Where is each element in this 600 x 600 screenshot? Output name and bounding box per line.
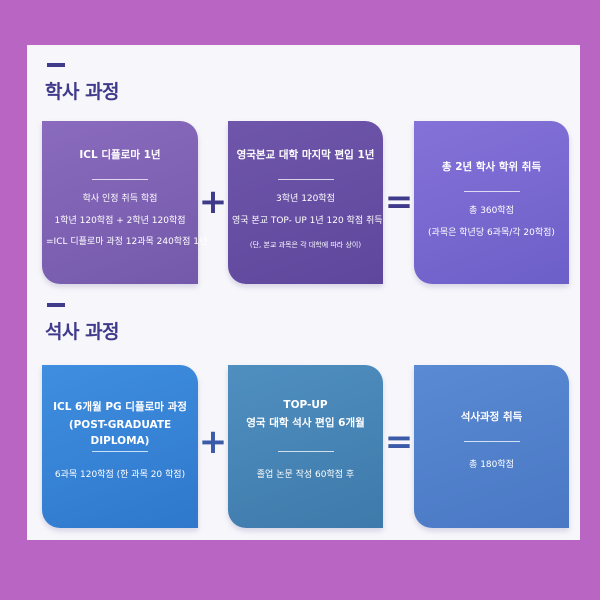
card-title: (POST-GRADUATE DIPLOMA) <box>68 419 172 447</box>
divider <box>463 191 520 192</box>
section-title-master: 석사 과정 <box>45 321 120 343</box>
card-master-degree: 석사과정 취득 총 180학점 <box>414 365 569 528</box>
divider <box>277 179 334 180</box>
divider <box>92 451 148 452</box>
section-title-bachelor: 학사 과정 <box>45 81 120 103</box>
card-title: ICL 디플로마 1년 <box>79 149 161 161</box>
plus-sign: + <box>198 422 228 462</box>
card-bachelor-degree: 총 2년 학사 학위 취득 총 360학점 (과목은 학년당 6과목/각 20학… <box>414 121 569 284</box>
divider <box>277 451 334 452</box>
card-line: (과목은 학년당 6과목/각 20학점) <box>428 228 555 238</box>
card-title: ICL 6개월 PG 디플로마 과정 <box>53 401 187 413</box>
card-master-top-up: TOP-UP 영국 대학 석사 편입 6개월 졸업 논문 작성 60학점 후 <box>228 365 383 528</box>
card-line: 총 360학점 <box>469 206 514 216</box>
card-line: 영국 본교 TOP- UP 1년 120 학점 취득 <box>232 216 383 226</box>
card-title: 석사과정 취득 <box>460 411 523 423</box>
content-panel: 학사 과정 ICL 디플로마 1년 학사 인정 취득 학점 1학년 120학점 … <box>27 45 580 540</box>
section-marker <box>47 63 65 67</box>
card-title: 영국본교 대학 마지막 편입 1년 <box>236 149 375 161</box>
card-uk-top-up: 영국본교 대학 마지막 편입 1년 3학년 120학점 영국 본교 TOP- U… <box>228 121 383 284</box>
divider <box>92 179 148 180</box>
card-line: 6과목 120학점 (한 과목 20 학점) <box>54 470 186 480</box>
card-title: 총 2년 학사 학위 취득 <box>441 161 542 173</box>
card-title: 영국 대학 석사 편입 6개월 <box>246 417 365 429</box>
card-pg-diploma: ICL 6개월 PG 디플로마 과정 (POST-GRADUATE DIPLOM… <box>42 365 198 528</box>
card-line: 3학년 120학점 <box>276 194 335 204</box>
card-title: TOP-UP <box>283 399 328 411</box>
card-icl-diploma: ICL 디플로마 1년 학사 인정 취득 학점 1학년 120학점 + 2학년 … <box>42 121 208 284</box>
equals-sign: = <box>384 182 414 222</box>
divider <box>463 441 520 442</box>
card-line: 졸업 논문 작성 60학점 후 <box>256 470 355 480</box>
card-line: 총 180학점 <box>469 460 514 470</box>
card-line: 학사 인정 취득 학점 <box>82 194 158 204</box>
card-line: 1학년 120학점 + 2학년 120학점 <box>54 216 186 226</box>
section-marker <box>47 303 65 307</box>
equals-sign: = <box>384 422 414 462</box>
card-line: =ICL 디플로마 과정 12과목 240학점 1년 <box>46 237 208 247</box>
card-note: (단, 본교 과목은 각 대학에 따라 상이) <box>249 241 362 249</box>
plus-sign: + <box>198 182 228 222</box>
